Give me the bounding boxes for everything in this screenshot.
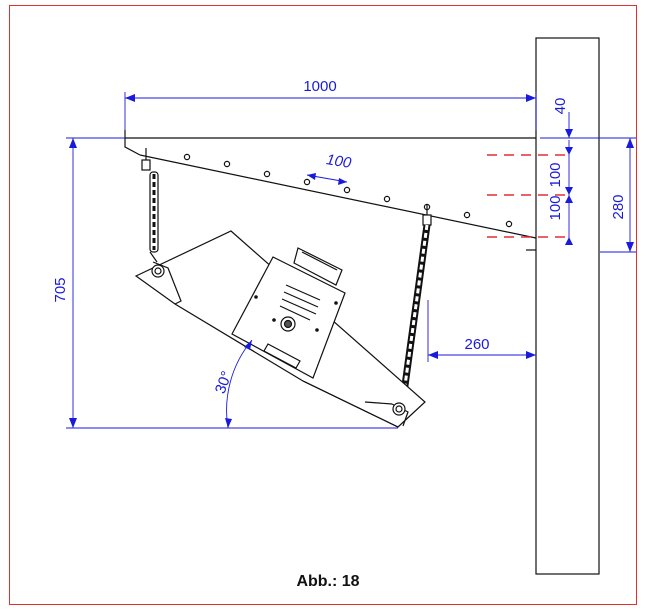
figure-caption: Abb.: 18 bbox=[296, 573, 360, 590]
bracket-holes bbox=[183, 153, 513, 228]
control-unit bbox=[231, 247, 346, 379]
right-chain bbox=[399, 205, 432, 401]
wall bbox=[535, 37, 600, 575]
dimension-tilt-angle bbox=[225, 339, 253, 429]
dimension-height-total bbox=[66, 137, 398, 429]
label-spacing-slant: 100 bbox=[325, 151, 353, 172]
label-wall-distance: 260 bbox=[464, 336, 489, 353]
label-height-total: 705 bbox=[52, 277, 69, 302]
dimension-wall-distance bbox=[427, 300, 536, 362]
label-top-offset: 40 bbox=[552, 98, 569, 115]
left-chain bbox=[141, 148, 159, 263]
mounting-bracket bbox=[139, 154, 537, 239]
label-spacing-lower: 100 bbox=[547, 195, 564, 220]
rail-end bbox=[124, 130, 141, 156]
label-height-right: 280 bbox=[610, 194, 627, 219]
dimension-spacing-vertical bbox=[565, 140, 573, 245]
label-tilt-angle: 30° bbox=[212, 369, 236, 396]
label-spacing-upper: 100 bbox=[547, 162, 564, 187]
dimension-top-offset bbox=[540, 112, 600, 139]
dimension-spacing-slant bbox=[306, 173, 348, 185]
dimension-width-total bbox=[124, 92, 537, 130]
dimension-height-right bbox=[600, 137, 636, 253]
reference-lines bbox=[487, 154, 570, 238]
label-width-total: 1000 bbox=[303, 78, 336, 95]
